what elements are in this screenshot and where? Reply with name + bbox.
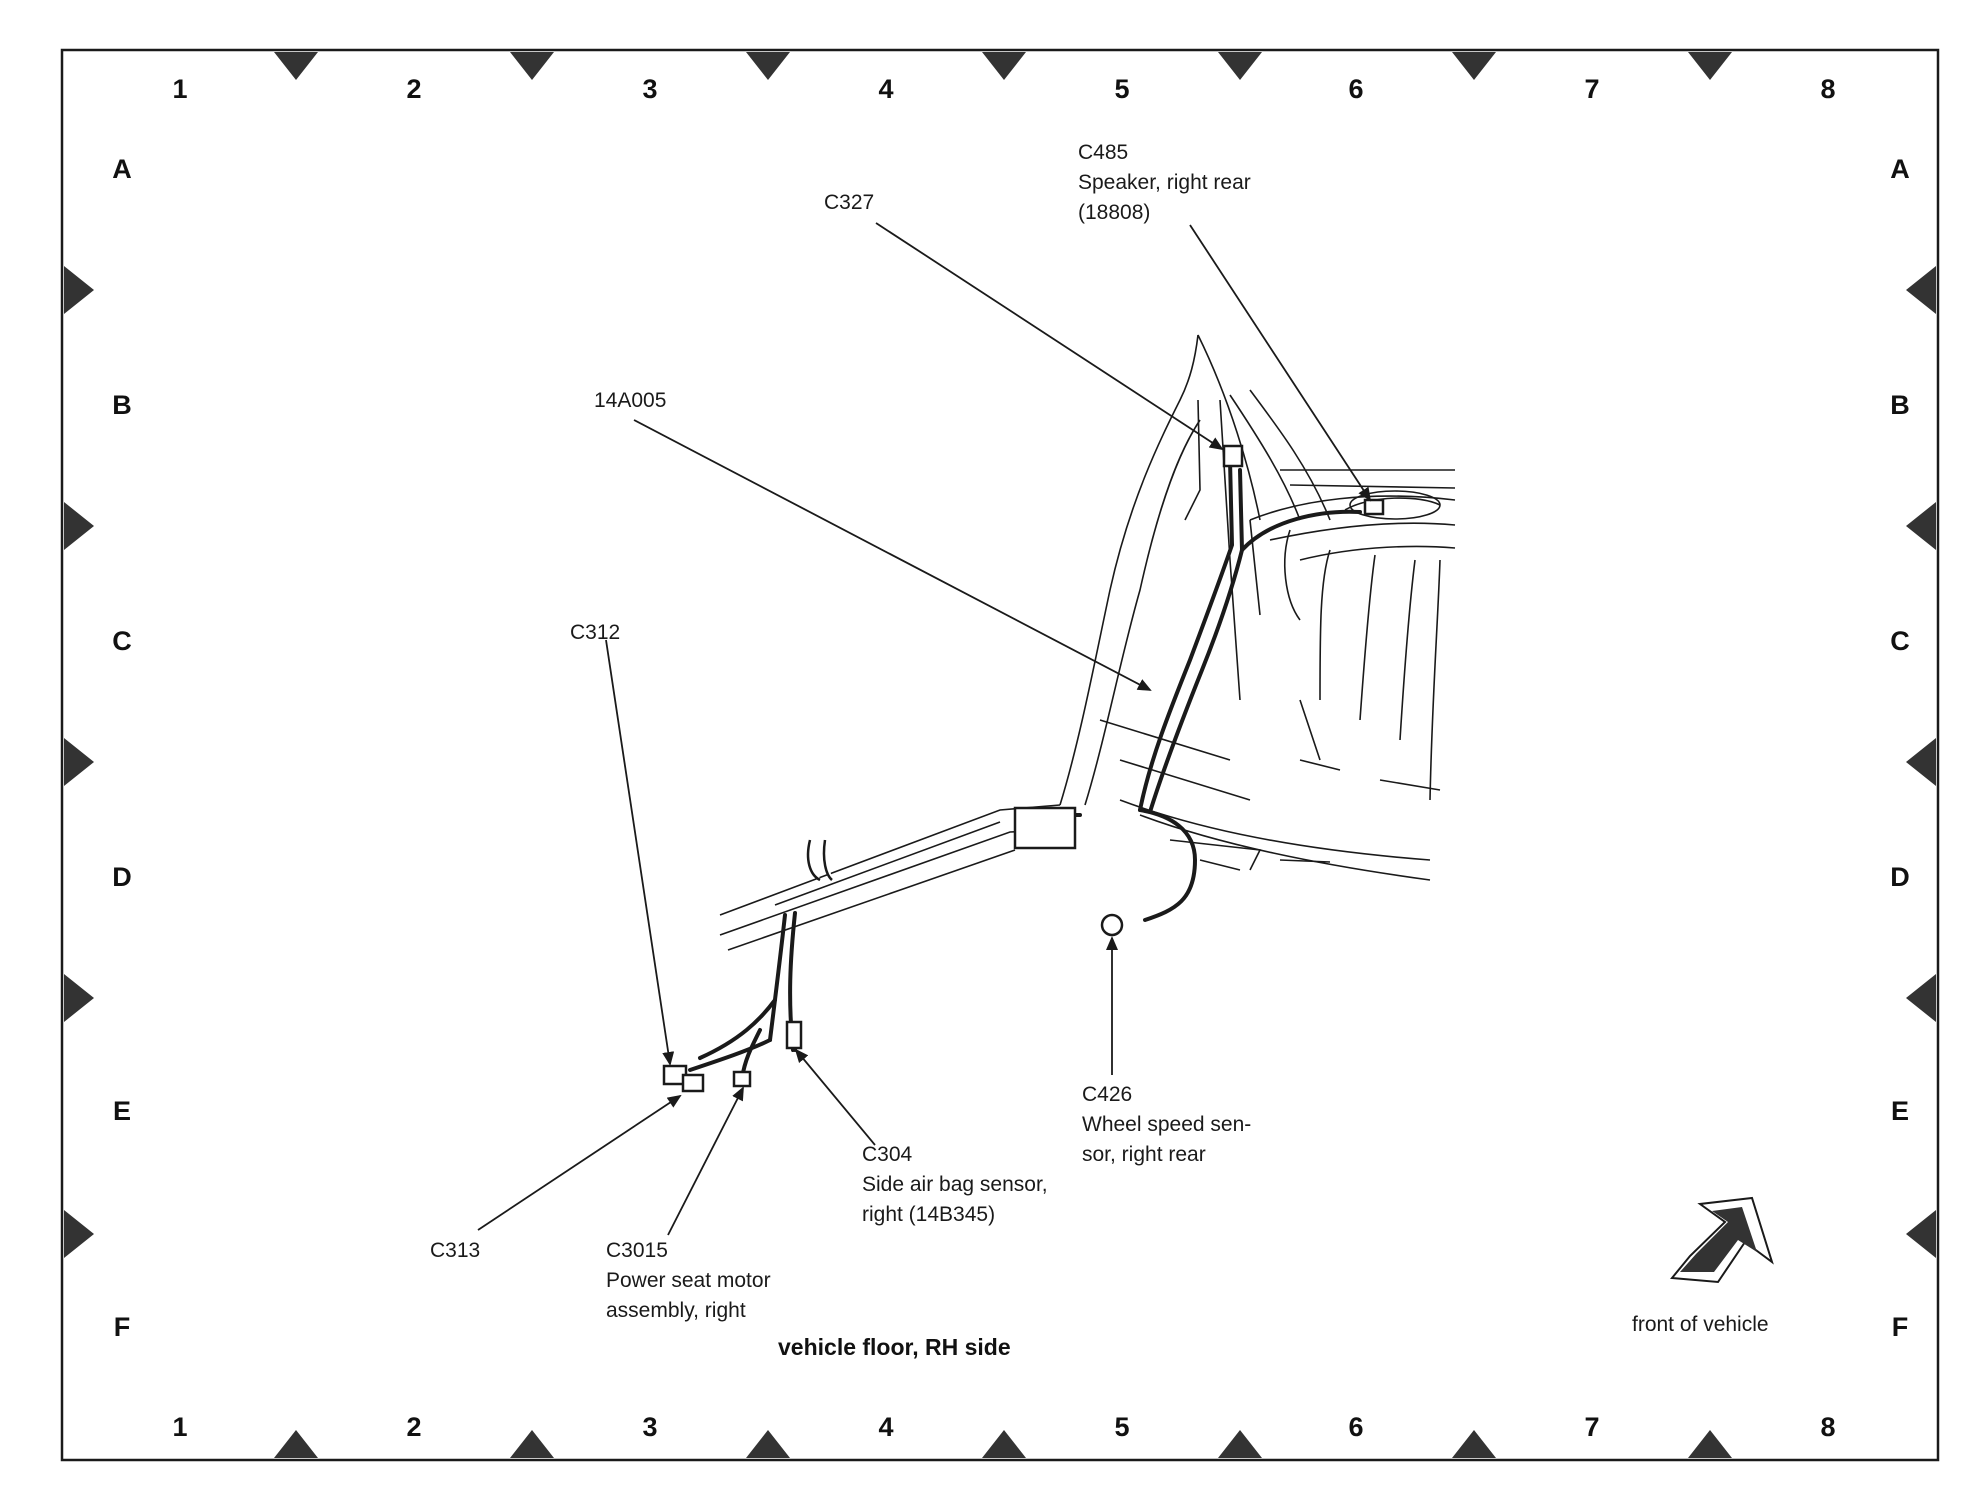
wiring-harness — [688, 458, 1362, 1080]
edge-marker-top-6 — [1452, 52, 1496, 80]
grid-col-bottom-4: 4 — [878, 1412, 894, 1442]
grid-col-top-6: 6 — [1348, 74, 1364, 104]
callout-c426: C426 Wheel speed sen- sor, right rear — [1082, 1083, 1252, 1166]
grid-row-right-D: D — [1890, 862, 1910, 892]
grid-row-right-C: C — [1890, 626, 1910, 656]
grid-col-bottom-1: 1 — [172, 1412, 188, 1442]
edge-marker-bottom-5 — [1218, 1430, 1262, 1458]
callout-c327: C327 — [824, 191, 875, 214]
grid-col-bottom-5: 5 — [1114, 1412, 1130, 1442]
callout-c312: C312 — [570, 621, 621, 644]
front-direction-arrow-icon — [1670, 1196, 1774, 1284]
grid-col-top-8: 8 — [1820, 74, 1836, 104]
edge-marker-top-3 — [746, 52, 790, 80]
edge-marker-bottom-6 — [1452, 1430, 1496, 1458]
edge-marker-bottom-7 — [1688, 1430, 1732, 1458]
edge-marker-top-4 — [982, 52, 1026, 80]
edge-marker-left-3 — [64, 738, 94, 786]
leader-c312 — [605, 639, 675, 1066]
edge-marker-right-3 — [1906, 738, 1936, 786]
edge-marker-top-1 — [274, 52, 318, 80]
edge-marker-left-1 — [64, 266, 94, 314]
grid-row-left-E: E — [112, 1096, 131, 1126]
edge-marker-bottom-3 — [746, 1430, 790, 1458]
grid-row-left-F: F — [113, 1312, 131, 1342]
leader-lines — [477, 222, 1372, 1236]
connector-c313b-shape — [681, 1073, 705, 1093]
connector-c327-shape — [1222, 444, 1244, 468]
vehicle-body-outline — [719, 334, 1456, 951]
diagram-border — [60, 48, 1940, 1462]
edge-marker-right-1 — [1906, 266, 1936, 314]
edge-marker-bottom-1 — [274, 1430, 318, 1458]
grid-row-right-B: B — [1890, 390, 1910, 420]
connector-c426-shape — [1100, 913, 1124, 937]
grid-col-bottom-3: 3 — [642, 1412, 658, 1442]
leader-14a005 — [633, 419, 1152, 691]
connectors — [662, 444, 1385, 1093]
grid-col-top-5: 5 — [1114, 74, 1130, 104]
leader-c3015 — [667, 1086, 744, 1236]
grid-col-bottom-2: 2 — [406, 1412, 422, 1442]
grid-row-right-F: F — [1891, 1312, 1909, 1342]
leader-c485 — [1189, 224, 1372, 502]
edge-marker-bottom-2 — [510, 1430, 554, 1458]
leader-c313 — [477, 1094, 682, 1231]
edge-marker-right-2 — [1906, 502, 1936, 550]
edge-marker-left-2 — [64, 502, 94, 550]
edge-marker-bottom-4 — [982, 1430, 1026, 1458]
retainer-clip-shape — [806, 839, 833, 882]
grid-col-top-1: 1 — [172, 74, 188, 104]
grid-row-left-D: D — [112, 862, 132, 892]
grid-col-top-7: 7 — [1584, 74, 1600, 104]
grid-col-bottom-7: 7 — [1584, 1412, 1600, 1442]
grid-col-top-4: 4 — [878, 74, 894, 104]
connector-c3015-shape — [732, 1070, 752, 1088]
callout-c485: C485 Speaker, right rear (18808) — [1078, 141, 1251, 224]
harness-clip-shape — [1013, 806, 1077, 850]
connector-c304-shape — [785, 1020, 803, 1050]
edge-marker-top-2 — [510, 52, 554, 80]
leader-c304 — [794, 1048, 876, 1146]
edge-marker-top-7 — [1688, 52, 1732, 80]
connector-c485-shape — [1363, 498, 1385, 516]
grid-row-left-C: C — [112, 626, 132, 656]
grid-row-left-B: B — [112, 390, 132, 420]
callout-14a005: 14A005 — [594, 389, 667, 412]
grid-row-right-A: A — [1890, 154, 1910, 184]
grid-row-left-A: A — [112, 154, 132, 184]
grid-row-right-E: E — [1890, 1096, 1909, 1126]
grid-edge-markers — [64, 52, 1936, 1458]
grid-col-top-3: 3 — [642, 74, 658, 104]
callout-c3015: C3015 Power seat motor assembly, right — [606, 1239, 771, 1322]
diagram-caption: vehicle floor, RH side — [778, 1334, 1011, 1360]
grid-col-bottom-8: 8 — [1820, 1412, 1836, 1442]
edge-marker-right-4 — [1906, 974, 1936, 1022]
callout-c313: C313 — [430, 1239, 481, 1262]
leader-c327 — [875, 222, 1224, 451]
edge-marker-left-4 — [64, 974, 94, 1022]
grid-col-bottom-6: 6 — [1348, 1412, 1364, 1442]
edge-marker-left-5 — [64, 1210, 94, 1258]
grid-col-top-2: 2 — [406, 74, 422, 104]
edge-marker-top-5 — [1218, 52, 1262, 80]
edge-marker-right-5 — [1906, 1210, 1936, 1258]
callout-c304: C304 Side air bag sensor, right (14B345) — [862, 1143, 1048, 1226]
orientation-label: front of vehicle — [1632, 1313, 1769, 1336]
